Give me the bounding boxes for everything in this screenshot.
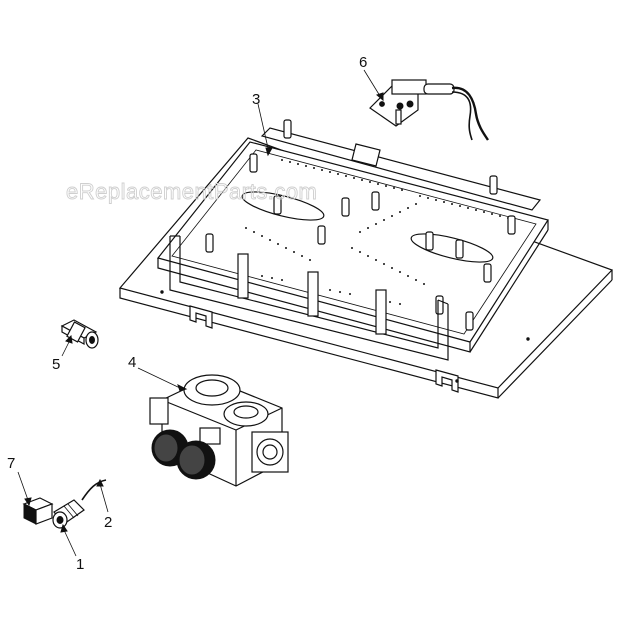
leader-lines <box>17 69 384 557</box>
callout-7: 7 <box>7 455 15 472</box>
rocker-switch[interactable] <box>22 497 54 525</box>
log-grate[interactable] <box>169 235 449 361</box>
callout-2: 2 <box>104 514 112 531</box>
callout-4: 4 <box>128 354 136 371</box>
valve-knob-right[interactable] <box>176 440 216 480</box>
watermark-text: eReplacementParts.com <box>66 179 317 204</box>
wire-lead[interactable] <box>81 479 107 501</box>
callout-1: 1 <box>76 556 84 573</box>
burner-ports <box>245 159 509 305</box>
thermocouple-connector[interactable] <box>52 499 85 529</box>
callout-5: 5 <box>52 356 60 373</box>
burner-tray[interactable] <box>156 119 549 353</box>
gas-fitting[interactable] <box>60 319 99 349</box>
burner-slot-left <box>241 191 325 221</box>
callout-6: 6 <box>359 54 367 71</box>
callout-3: 3 <box>252 91 260 108</box>
pilot-assembly[interactable] <box>369 79 489 141</box>
gas-valve[interactable] <box>149 374 289 487</box>
